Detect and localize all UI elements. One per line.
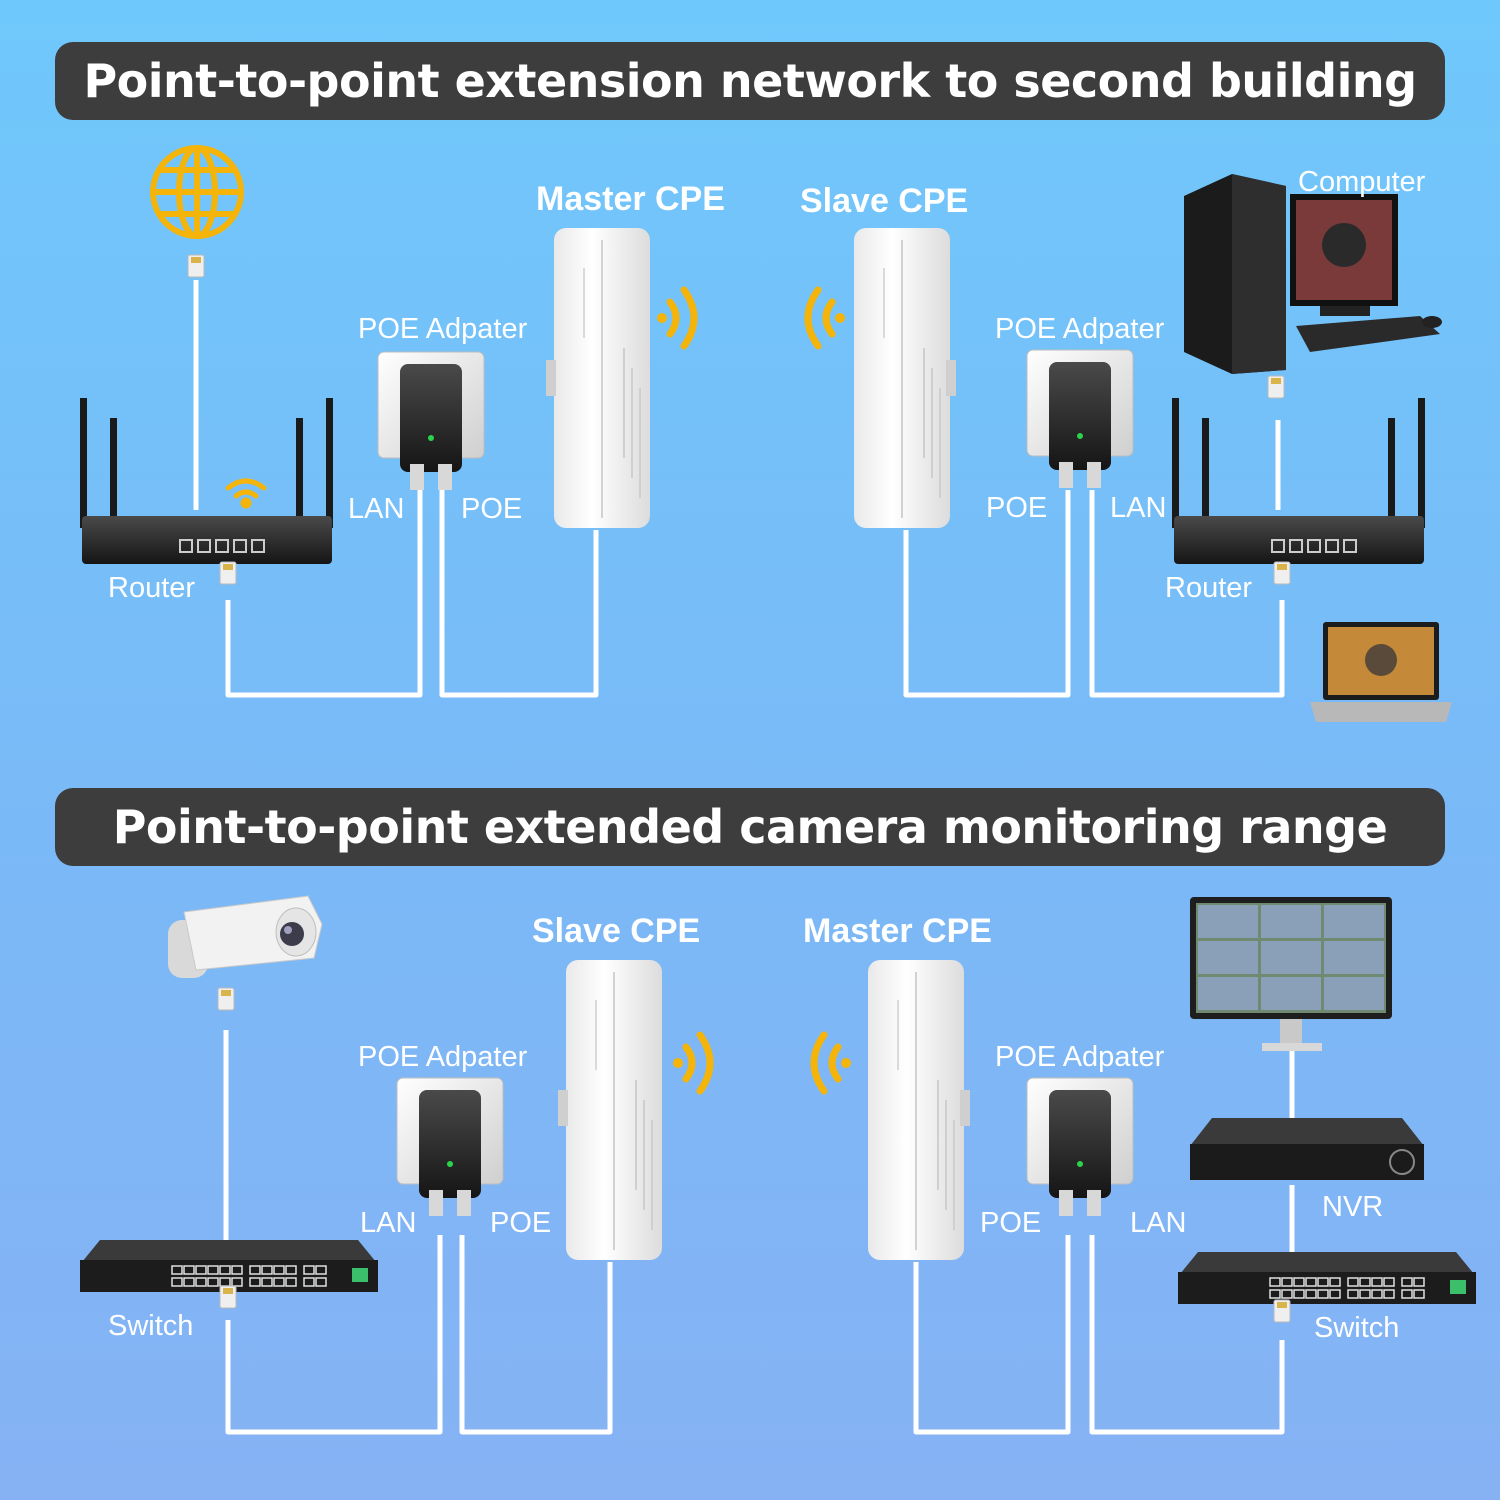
router-left-plug xyxy=(219,561,237,585)
lan-right-label-2: LAN xyxy=(1130,1207,1186,1239)
slave-cpe-device xyxy=(853,227,951,529)
globe-plug xyxy=(187,254,205,278)
poe-adapter-right-device xyxy=(1026,349,1134,489)
cable-slave-poe xyxy=(903,490,1071,698)
camera-icon xyxy=(168,895,323,978)
nvr-icon xyxy=(1190,1118,1424,1180)
slave-cpe-label-2: Slave CPE xyxy=(532,912,700,950)
cable-lan-router xyxy=(1089,490,1285,698)
router-right-label: Router xyxy=(1165,572,1252,604)
camera-plug xyxy=(217,987,235,1011)
poe-adapter-right-label: POE Adpater xyxy=(995,313,1165,345)
poe-adapter-left-label-2: POE Adpater xyxy=(358,1041,528,1073)
master-cpe-device-2 xyxy=(867,959,965,1261)
computer-icon xyxy=(1184,174,1442,374)
signal-left-icon xyxy=(804,286,845,350)
signal-right-icon-2 xyxy=(673,1031,714,1095)
cable-poe-master xyxy=(439,490,599,698)
router-left-label: Router xyxy=(108,572,195,604)
section2-title-banner: Point-to-point extended camera monitorin… xyxy=(55,788,1445,866)
computer-plug xyxy=(1267,375,1285,399)
section1-diagram: Router POE Adpater LAN POE Master CPE Sl… xyxy=(79,145,1452,722)
cable-master-poe xyxy=(913,1235,1071,1435)
poe-adapter-left-device xyxy=(377,351,485,491)
cable-switch-lan xyxy=(225,1235,443,1435)
poe-adapter-right-label-2: POE Adpater xyxy=(995,1041,1165,1073)
section1-title-banner: Point-to-point extension network to seco… xyxy=(55,42,1445,120)
switch-left-plug xyxy=(219,1285,237,1309)
cable-poe-slave xyxy=(459,1235,613,1435)
lan-left-label: LAN xyxy=(348,493,404,525)
switch-left-device xyxy=(79,1239,379,1293)
laptop-icon xyxy=(1310,622,1452,722)
computer-label: Computer xyxy=(1298,166,1426,198)
router-right-plug xyxy=(1273,561,1291,585)
master-cpe-label-2: Master CPE xyxy=(803,912,992,950)
poe-adapter-left-device-2 xyxy=(396,1077,504,1217)
master-cpe-label: Master CPE xyxy=(536,180,725,218)
signal-left-icon-2 xyxy=(810,1031,851,1095)
slave-cpe-device-2 xyxy=(565,959,663,1261)
router-left-device xyxy=(79,397,334,565)
router-right-device xyxy=(1171,397,1426,565)
switch-right-plug xyxy=(1273,1299,1291,1323)
switch-right-device xyxy=(1177,1251,1477,1305)
lan-right-label: LAN xyxy=(1110,492,1166,524)
poe-right-label-2: POE xyxy=(980,1207,1041,1239)
switch-right-label: Switch xyxy=(1314,1312,1399,1344)
cable-lan-switch xyxy=(1089,1235,1285,1435)
globe-icon xyxy=(150,145,244,239)
poe-left-label: POE xyxy=(461,493,522,525)
nvr-label: NVR xyxy=(1322,1191,1383,1223)
signal-right-icon xyxy=(657,286,698,350)
cable-router-lan xyxy=(225,490,423,698)
poe-adapter-right-device-2 xyxy=(1026,1077,1134,1217)
poe-right-label: POE xyxy=(986,492,1047,524)
master-cpe-device xyxy=(553,227,651,529)
slave-cpe-label: Slave CPE xyxy=(800,182,968,220)
switch-left-label: Switch xyxy=(108,1310,193,1342)
poe-adapter-left-label: POE Adpater xyxy=(358,313,528,345)
poe-left-label-2: POE xyxy=(490,1207,551,1239)
section2-diagram: Switch POE Adpater LAN POE Slave CPE Mas… xyxy=(79,895,1477,1435)
monitor-icon xyxy=(1190,897,1392,1051)
lan-left-label-2: LAN xyxy=(360,1207,416,1239)
router-wifi-icon xyxy=(225,478,267,509)
